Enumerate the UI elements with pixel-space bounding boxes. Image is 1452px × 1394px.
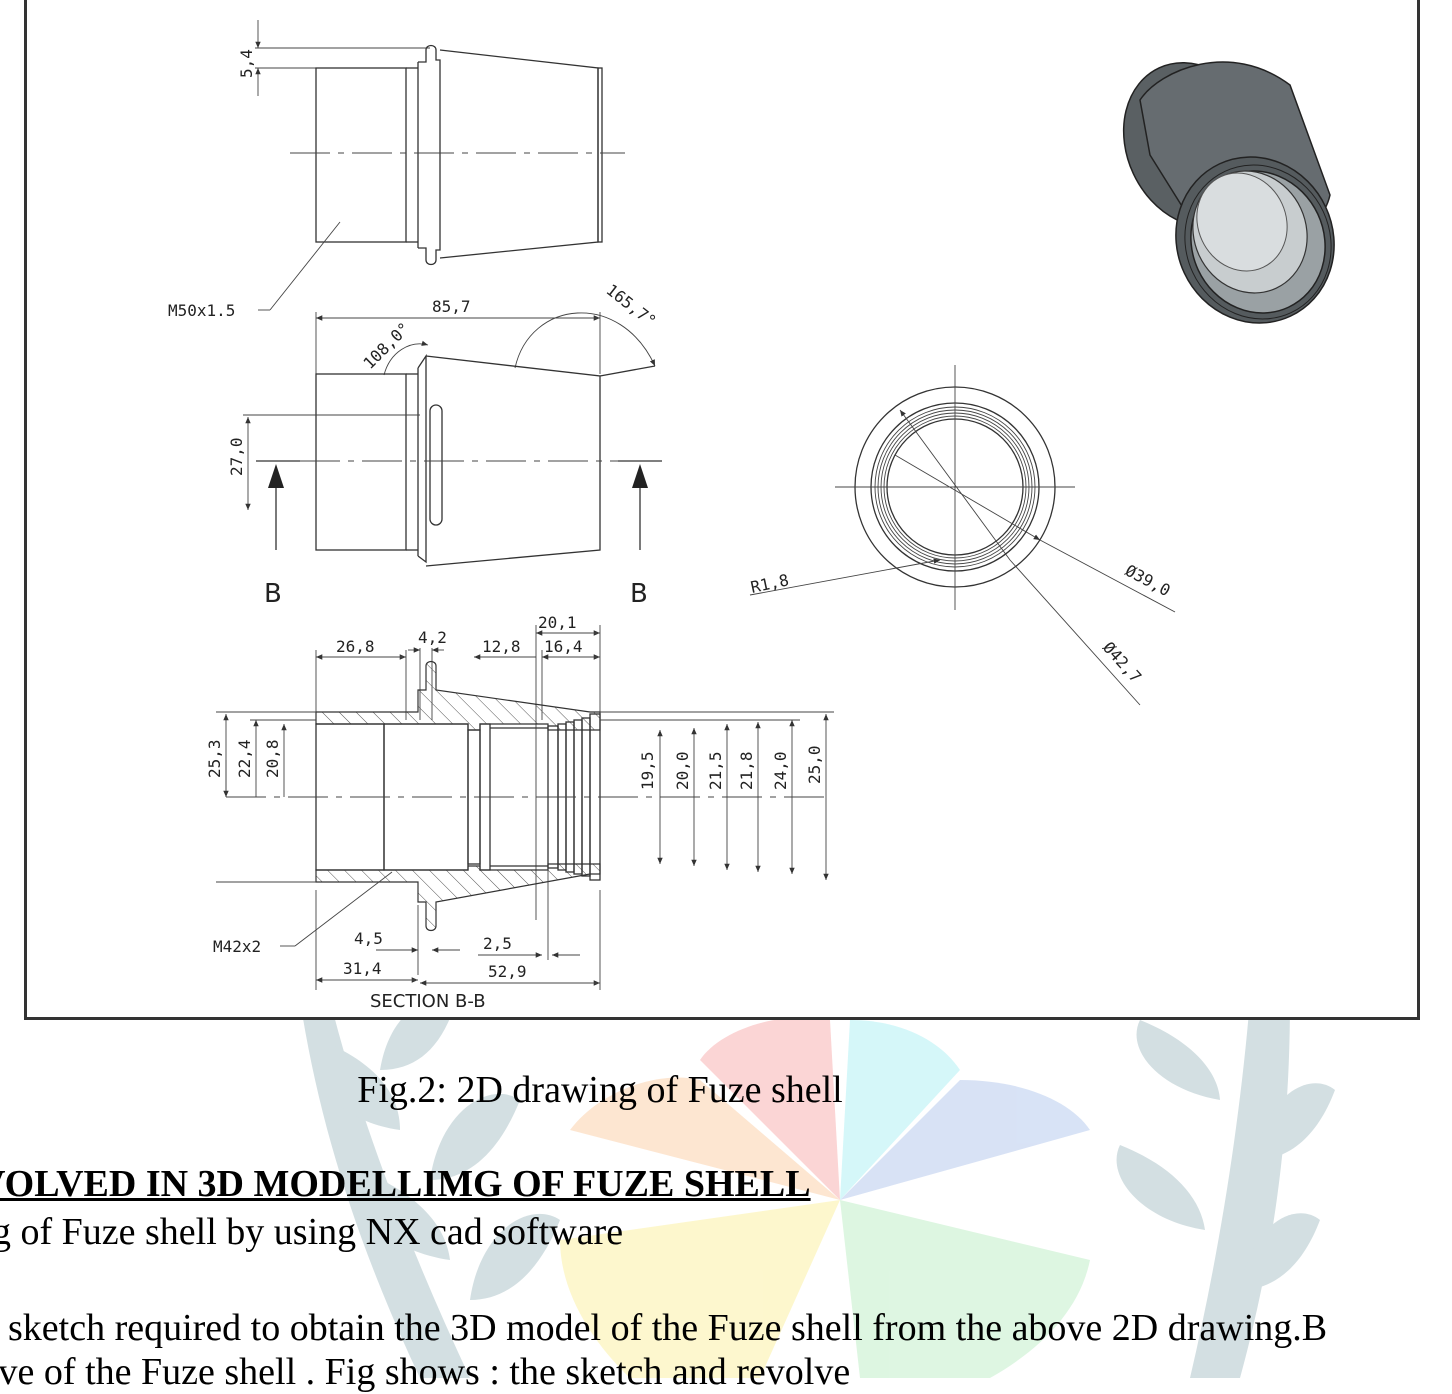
paragraph-line-2: lve of the Fuze shell . Fig shows : the … [0, 1351, 851, 1393]
dim-right-2: 21,5 [706, 751, 725, 790]
end-view: R1,8 Ø39,0 Ø42,7 [749, 365, 1176, 706]
dim-2-5: 2,5 [483, 934, 512, 953]
top-view: 5,4 M50x1.5 [168, 20, 625, 320]
dim-left-0: 25,3 [205, 739, 224, 778]
section-heading: VOLVED IN 3D MODELLIMG OF FUZE SHELL [0, 1163, 811, 1205]
dim-left-2: 20,8 [263, 739, 282, 778]
dim-right-5: 25,0 [805, 745, 824, 784]
dim-27-0: 27,0 [227, 437, 246, 476]
dim-right-1: 20,0 [673, 751, 692, 790]
dim-4-2: 4,2 [418, 628, 447, 647]
section-mark-left: B [264, 579, 282, 609]
figure-caption: Fig.2: 2D drawing of Fuze shell [357, 1069, 843, 1111]
dim-52-9: 52,9 [488, 962, 527, 981]
dim-4-5: 4,5 [354, 929, 383, 948]
thread-label-m42: M42x2 [213, 937, 261, 956]
dim-26-8: 26,8 [336, 637, 375, 656]
dim-16-4: 16,4 [544, 637, 583, 656]
front-view: 85,7 165,7° 108,0° 27,0 B B [227, 280, 662, 609]
upper-wall-hatch [315, 660, 601, 731]
dim-5-4: 5,4 [237, 49, 256, 78]
dia-39-label: Ø39,0 [1122, 561, 1173, 600]
dim-right-0: 19,5 [638, 751, 657, 790]
angle-165-7: 165,7° [603, 280, 660, 331]
radius-label: R1,8 [749, 570, 791, 597]
dim-left-1: 22,4 [235, 739, 254, 778]
lower-wall-hatch [315, 863, 601, 932]
section-view: 26,8 4,2 20,1 12,8 16,4 [205, 613, 834, 1012]
thread-label-m50: M50x1.5 [168, 301, 235, 320]
dim-12-8: 12,8 [482, 637, 521, 656]
watermark-right-wheat [1116, 1000, 1335, 1378]
fuze-shell-drawing: 5,4 M50x1.5 85,7 165,7° 108,0° 27,0 [168, 20, 1335, 1012]
angle-108-0: 108,0° [359, 319, 413, 373]
dim-right-4: 24,0 [771, 751, 790, 790]
dim-85-7: 85,7 [432, 297, 471, 316]
subheading: g of Fuze shell by using NX cad software [0, 1211, 624, 1253]
section-mark-right: B [630, 579, 648, 609]
dia-42-label: Ø42,7 [1099, 638, 1145, 687]
watermark-flower [560, 1017, 1090, 1378]
paragraph-line-1: sketch required to obtain the 3D model o… [8, 1307, 1328, 1349]
isometric-3d-view [1122, 61, 1335, 324]
dim-20-1: 20,1 [538, 613, 577, 632]
section-title: SECTION B-B [370, 991, 486, 1012]
dim-right-3: 21,8 [737, 751, 756, 790]
dim-31-4: 31,4 [343, 959, 382, 978]
